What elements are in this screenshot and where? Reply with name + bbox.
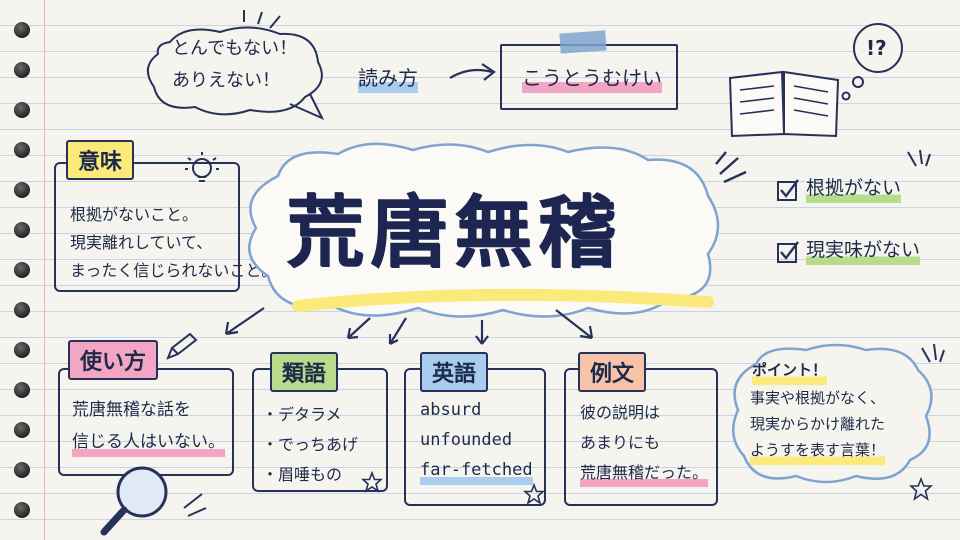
arrow-icon <box>346 317 371 340</box>
pencil-icon <box>166 332 198 360</box>
ring <box>14 102 30 118</box>
star-icon <box>360 470 384 493</box>
example-tag: 例文 <box>578 352 647 392</box>
english-item: far-fetched <box>420 456 533 485</box>
meaning-line: 現実離れしていて、 <box>70 233 213 252</box>
meaning-box <box>54 162 240 292</box>
motion-lines-icon <box>907 149 931 167</box>
synonym-item: ・でっちあげ <box>262 435 359 454</box>
meaning-tag: 意味 <box>66 140 135 180</box>
ring <box>14 22 30 38</box>
arrow-icon <box>224 307 265 336</box>
ring <box>14 342 30 358</box>
point-line: 現実からかけ離れた <box>750 415 886 433</box>
motion-lines-icon <box>921 343 945 363</box>
english-item: unfounded <box>420 430 513 450</box>
meaning-line: 根拠がないこと。 <box>70 205 199 224</box>
point-line: ようすを表す言葉！ <box>750 436 886 465</box>
example-line: 彼の説明は <box>580 403 661 422</box>
thought-bubble-icon <box>841 23 903 101</box>
point-title: ポイント！ <box>752 356 828 385</box>
checkbox-checked-icon <box>777 241 799 263</box>
english-tag: 英語 <box>420 352 489 392</box>
arrow-icon <box>555 309 594 340</box>
bubble-line-1: とんでもない！ <box>172 38 298 59</box>
lightbulb-icon <box>185 152 219 182</box>
usage-tag: 使い方 <box>68 340 159 380</box>
ring <box>14 502 30 518</box>
point-line: 事実や根拠がなく、 <box>750 389 886 407</box>
ring <box>14 62 30 78</box>
synonym-item: ・デタラメ <box>262 405 342 424</box>
main-title: 荒唐無稽 <box>286 188 623 278</box>
ring <box>14 182 30 198</box>
margin-line <box>44 0 45 540</box>
ring <box>14 462 30 478</box>
usage-line: 信じる人はいない。 <box>72 428 225 457</box>
synonym-item: ・眉唾もの <box>262 465 343 484</box>
star-icon <box>522 482 546 505</box>
reading-value: こうとうむけい <box>522 64 662 93</box>
usage-line: 荒唐無稽な話を <box>72 400 191 420</box>
ring <box>14 422 30 438</box>
example-line: あまりにも <box>580 433 661 452</box>
speech-bubble-icon <box>147 10 325 121</box>
bubble-line-2: ありえない！ <box>172 70 280 91</box>
open-book-icon <box>728 70 840 138</box>
synonyms-tag: 類語 <box>270 352 339 392</box>
example-line: 荒唐無稽だった。 <box>580 458 709 487</box>
ring <box>14 142 30 158</box>
think-text: !? <box>866 36 887 60</box>
ring <box>14 302 30 318</box>
english-item: absurd <box>420 400 482 420</box>
ring <box>14 222 30 238</box>
check-item: 現実味がない <box>806 236 921 265</box>
checkbox-checked-icon <box>777 179 799 201</box>
arrow-icon <box>388 317 407 345</box>
sparkle-lines-icon <box>715 151 747 184</box>
arrow-icon <box>475 320 489 345</box>
star-icon <box>908 476 934 501</box>
ring <box>14 262 30 278</box>
arrow-right-icon <box>449 63 496 81</box>
reading-label: 読み方 <box>358 64 418 93</box>
check-item: 根拠がない <box>806 174 902 203</box>
branch-arrows <box>224 307 594 345</box>
title-cloud <box>248 142 720 318</box>
ring <box>14 382 30 398</box>
tape-decoration <box>559 30 607 54</box>
meaning-line: まったく信じられないこと。 <box>70 261 278 280</box>
magnifying-glass-icon <box>100 466 168 536</box>
sparkle-lines-icon <box>183 493 207 517</box>
